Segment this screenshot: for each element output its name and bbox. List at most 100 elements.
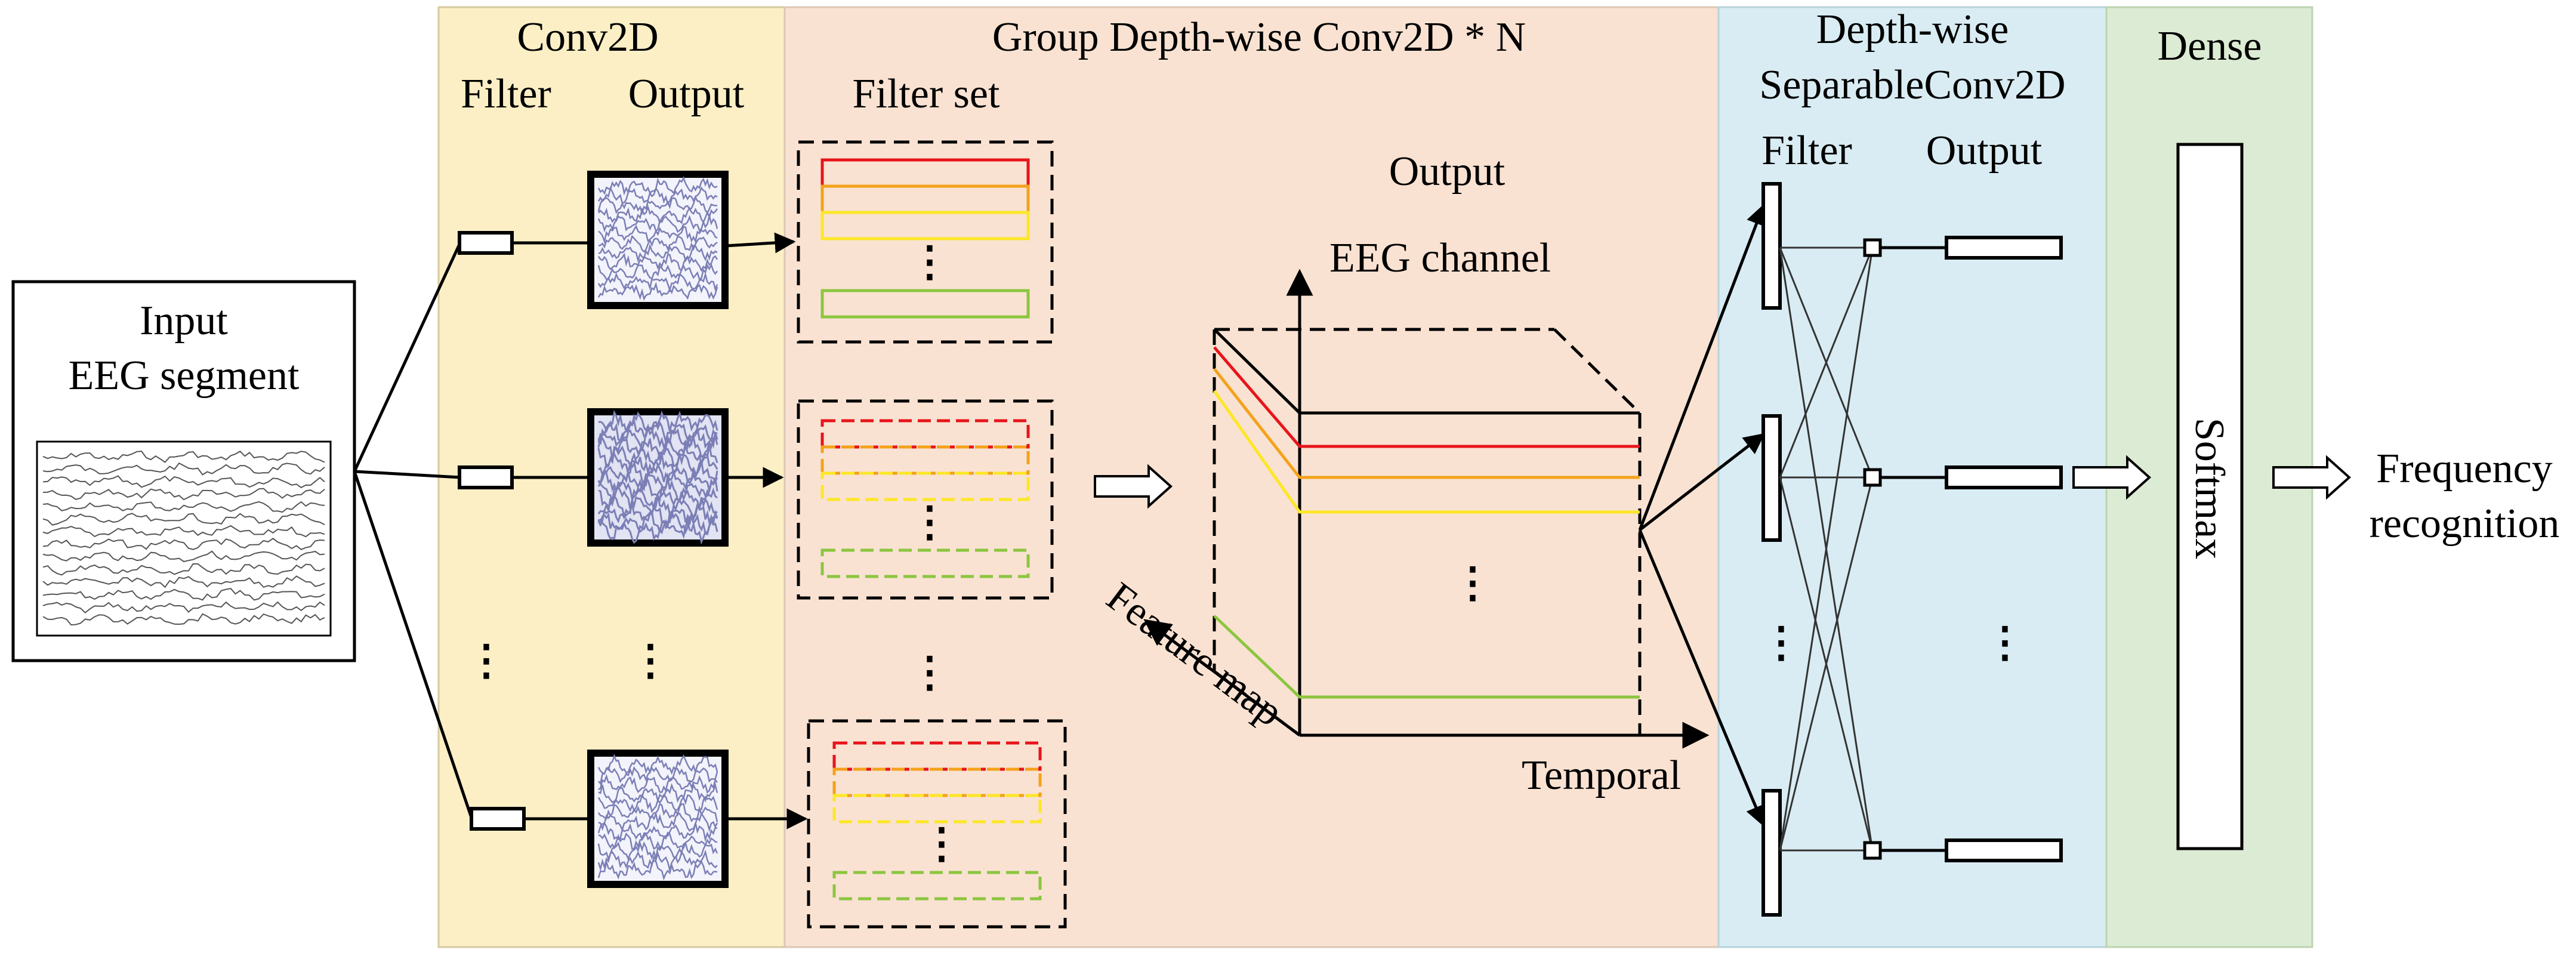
feature-trace (597, 859, 718, 881)
separable-output-label: Output (1926, 128, 2043, 174)
eeg-trace (42, 575, 325, 588)
conv2d-output-label: Output (628, 71, 745, 117)
separable-connections (1779, 246, 1874, 852)
separable-output-2 (1945, 465, 2063, 489)
filter-set-1-dots: ⋮ (909, 239, 951, 285)
softmax-box (2176, 143, 2244, 850)
feature-trace (598, 243, 718, 263)
eeg-trace (42, 451, 325, 463)
feature-trace (597, 849, 718, 873)
filter-bar-green (820, 548, 1030, 578)
conv2d-output-2 (587, 408, 729, 547)
eeg-channel-axis-label: EEG channel (1329, 235, 1551, 281)
feature-trace (597, 840, 718, 861)
eeg-trace (42, 488, 325, 501)
hollow-arrow-to-output (1094, 464, 1173, 509)
conv2d-output-3 (587, 750, 729, 888)
input-eeg-block: Input EEG segment (11, 280, 356, 662)
output-volume-dots: ⋮ (1452, 560, 1494, 606)
eeg-trace (42, 588, 325, 601)
filter-set-2: ⋮ (797, 399, 1054, 600)
feature-trace (597, 510, 718, 535)
feature-trace (598, 485, 718, 511)
feature-trace (598, 235, 718, 253)
feature-trace (598, 811, 718, 832)
feature-line-red (1213, 346, 1640, 448)
feature-line-black (1213, 328, 1640, 415)
hollow-arrow-to-dense (2072, 455, 2152, 500)
filter-bar-yellow (820, 211, 1030, 240)
conv2d-filter-dots: ⋮ (465, 638, 507, 684)
result-line2: recognition (2370, 501, 2560, 547)
feature-trace (597, 501, 718, 526)
input-fanout-lines (353, 240, 473, 818)
feature-trace (597, 753, 718, 775)
separable-output-3 (1945, 838, 2063, 862)
filter-bar-green (820, 289, 1030, 319)
softmax-label: Softmax (2186, 418, 2232, 559)
feature-trace (597, 442, 718, 469)
filter-set-3-dots: ⋮ (921, 821, 962, 867)
filter-set-2-dots: ⋮ (909, 500, 951, 545)
feature-trace (597, 822, 718, 843)
input-title-line1: Input (140, 298, 228, 344)
result-line1: Frequency (2376, 446, 2552, 492)
conv2d-filter-1 (458, 231, 514, 255)
dense-title: Dense (2158, 23, 2262, 69)
separable-title-line1: Depth-wise (1816, 7, 2009, 53)
hollow-arrow-to-result (2272, 455, 2352, 500)
feature-trace (598, 205, 718, 225)
eeg-trace (42, 563, 325, 576)
conv2d-output-dots: ⋮ (630, 638, 671, 684)
separable-title-line2: SeparableConv2D (1759, 62, 2065, 108)
eeg-trace (42, 550, 325, 563)
feature-trace (597, 517, 718, 545)
separable-output-1 (1945, 236, 2063, 260)
output-volume-title: Output (1389, 149, 1506, 195)
eeg-trace (42, 525, 325, 538)
feature-line-yellow (1213, 390, 1640, 514)
eeg-trace (42, 601, 325, 613)
feature-trace (597, 272, 718, 293)
feature-trace (597, 186, 718, 205)
feature-trace (597, 252, 718, 273)
separable-filter-dots: ⋮ (1760, 620, 1802, 666)
eeg-thumbnail (36, 440, 332, 637)
conv2d-filter-label: Filter (461, 71, 551, 117)
feature-trace (598, 831, 718, 850)
input-title-line2: EEG segment (69, 353, 300, 399)
conv2d-filter-2 (458, 465, 514, 489)
group-title: Group Depth-wise Conv2D * N (992, 14, 1526, 60)
conv2d-output-1 (587, 171, 729, 309)
feature-trace (597, 195, 717, 215)
feature-trace (597, 282, 718, 301)
separable-output-dots: ⋮ (1984, 620, 2026, 666)
feature-trace (597, 459, 718, 486)
eeg-trace (42, 613, 325, 626)
filter-bar-yellow (820, 471, 1030, 501)
eeg-trace (42, 513, 325, 526)
pointwise-node-3 (1863, 841, 1882, 860)
eeg-trace (42, 538, 325, 550)
eeg-trace (42, 501, 325, 513)
feature-trace (597, 176, 718, 196)
separable-filter-1 (1761, 182, 1782, 310)
filter-sets-dots: ⋮ (909, 650, 951, 696)
feature-trace (597, 468, 718, 494)
eeg-trace (42, 462, 325, 476)
pointwise-node-2 (1863, 468, 1882, 487)
feature-line-green (1213, 615, 1640, 699)
conv2d-title: Conv2D (517, 14, 658, 60)
feature-trace (598, 224, 718, 245)
filter-bar-green (832, 871, 1042, 901)
filter-set-1: ⋮ (797, 140, 1054, 344)
separable-filter-3 (1761, 789, 1782, 917)
separable-filter-label: Filter (1761, 128, 1852, 174)
feature-trace (598, 766, 718, 786)
feature-trace (597, 434, 718, 462)
feature-trace (597, 263, 718, 280)
temporal-axis-label: Temporal (1522, 753, 1681, 798)
feature-trace (598, 773, 718, 794)
feature-line-orange (1213, 368, 1640, 479)
separable-filter-2 (1761, 414, 1782, 542)
